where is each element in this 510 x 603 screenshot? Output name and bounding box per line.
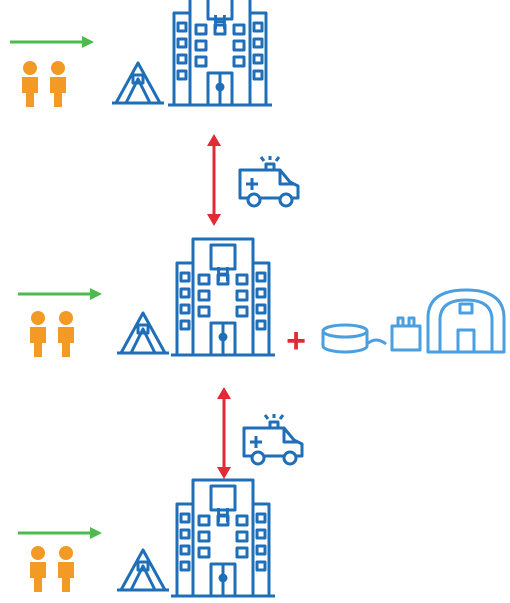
- tent-icon: [115, 311, 171, 355]
- double-arrow-icon: [205, 132, 223, 228]
- generator-icon: [390, 316, 422, 352]
- hospital-sign: H: [216, 264, 230, 286]
- person-icon: [30, 311, 46, 357]
- ambulance-icon: [238, 154, 300, 208]
- ambulance-icon: [242, 412, 304, 466]
- hospital-sign: H: [213, 12, 227, 34]
- person-icon: [30, 546, 46, 592]
- hospital-icon: [169, 237, 277, 357]
- field-hospital-icon: [426, 288, 506, 354]
- pool-icon: [321, 323, 387, 354]
- plus-sign: +: [286, 322, 306, 360]
- arrow-right-icon: [16, 525, 104, 541]
- arrow-right-icon: [16, 286, 104, 302]
- row-1: H: [8, 0, 274, 107]
- person-icon: [58, 311, 74, 357]
- tent-icon: [115, 548, 171, 592]
- arrow-right-icon: [8, 34, 96, 50]
- row-3: H: [16, 478, 277, 598]
- person-icon: [50, 61, 66, 107]
- hospital-icon: [169, 478, 277, 598]
- double-arrow-icon: [215, 385, 233, 481]
- tent-icon: [110, 61, 166, 105]
- hospital-sign: H: [216, 505, 230, 527]
- person-icon: [22, 61, 38, 107]
- row-2: H +: [16, 237, 506, 360]
- person-icon: [58, 546, 74, 592]
